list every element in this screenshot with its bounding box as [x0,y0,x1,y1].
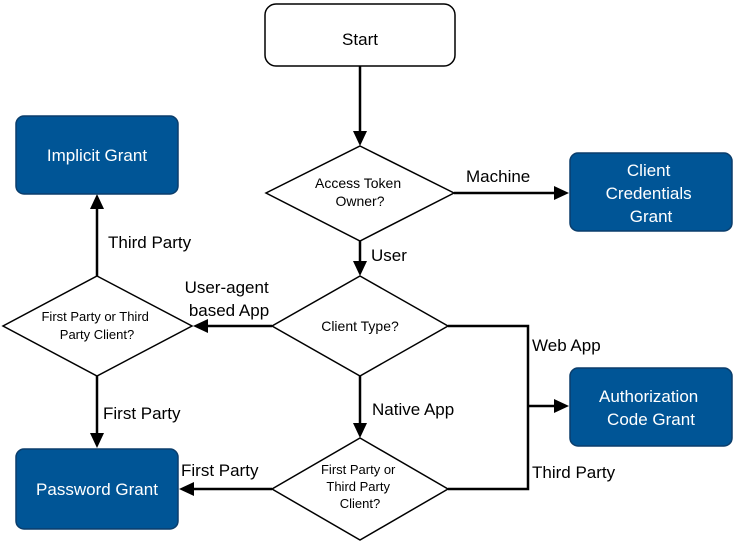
access-token-owner-label: Access Token Owner? [315,175,405,209]
password-grant-node: Password Grant [15,448,179,530]
edge-label-third-party-left: Third Party [108,233,192,252]
start-node: Start [264,3,456,67]
client-type-label: Client Type? [321,318,399,334]
edge-owner-to-client-type [353,241,367,276]
implicit-grant-label: Implicit Grant [47,146,147,165]
client-type-decision: Client Type? [270,275,450,377]
edge-label-first-party-left: First Party [103,404,181,423]
client-credentials-grant-node: Client Credentials Grant [569,152,733,232]
edge-client-type-to-left-decision [193,319,272,333]
edge-label-machine: Machine [466,167,530,186]
first-or-third-party-left-label: First Party or Third Party Client? [41,309,152,342]
first-or-third-party-bottom-label: First Party or Third Party Client? [321,462,399,511]
edge-label-user-agent: User-agent based App [185,278,274,320]
first-or-third-party-bottom-decision: First Party or Third Party Client? [270,437,450,541]
edge-label-third-party-right: Third Party [532,463,616,482]
first-or-third-party-left-decision: First Party or Third Party Client? [1,275,194,377]
edge-to-authorization-code [448,324,569,491]
access-token-owner-decision: Access Token Owner? [264,145,456,242]
start-node-label: Start [342,30,378,49]
edge-label-web-app: Web App [532,336,601,355]
edge-owner-to-client-credentials [454,186,569,200]
edge-left-decision-to-password [90,376,104,448]
implicit-grant-node: Implicit Grant [15,115,179,195]
client-credentials-grant-label: Client Credentials Grant [606,161,697,226]
edge-bottom-decision-to-password [179,482,272,496]
edge-left-decision-to-implicit [90,194,104,276]
authorization-code-grant-label: Authorization Code Grant [599,387,703,429]
authorization-code-grant-node: Authorization Code Grant [569,367,733,447]
edge-label-first-party-bottom: First Party [181,461,259,480]
edge-label-native-app: Native App [372,400,454,419]
password-grant-label: Password Grant [36,480,158,499]
edge-client-type-to-bottom-decision [353,376,367,438]
edge-start-to-owner [353,66,367,146]
edge-label-user: User [371,246,407,265]
